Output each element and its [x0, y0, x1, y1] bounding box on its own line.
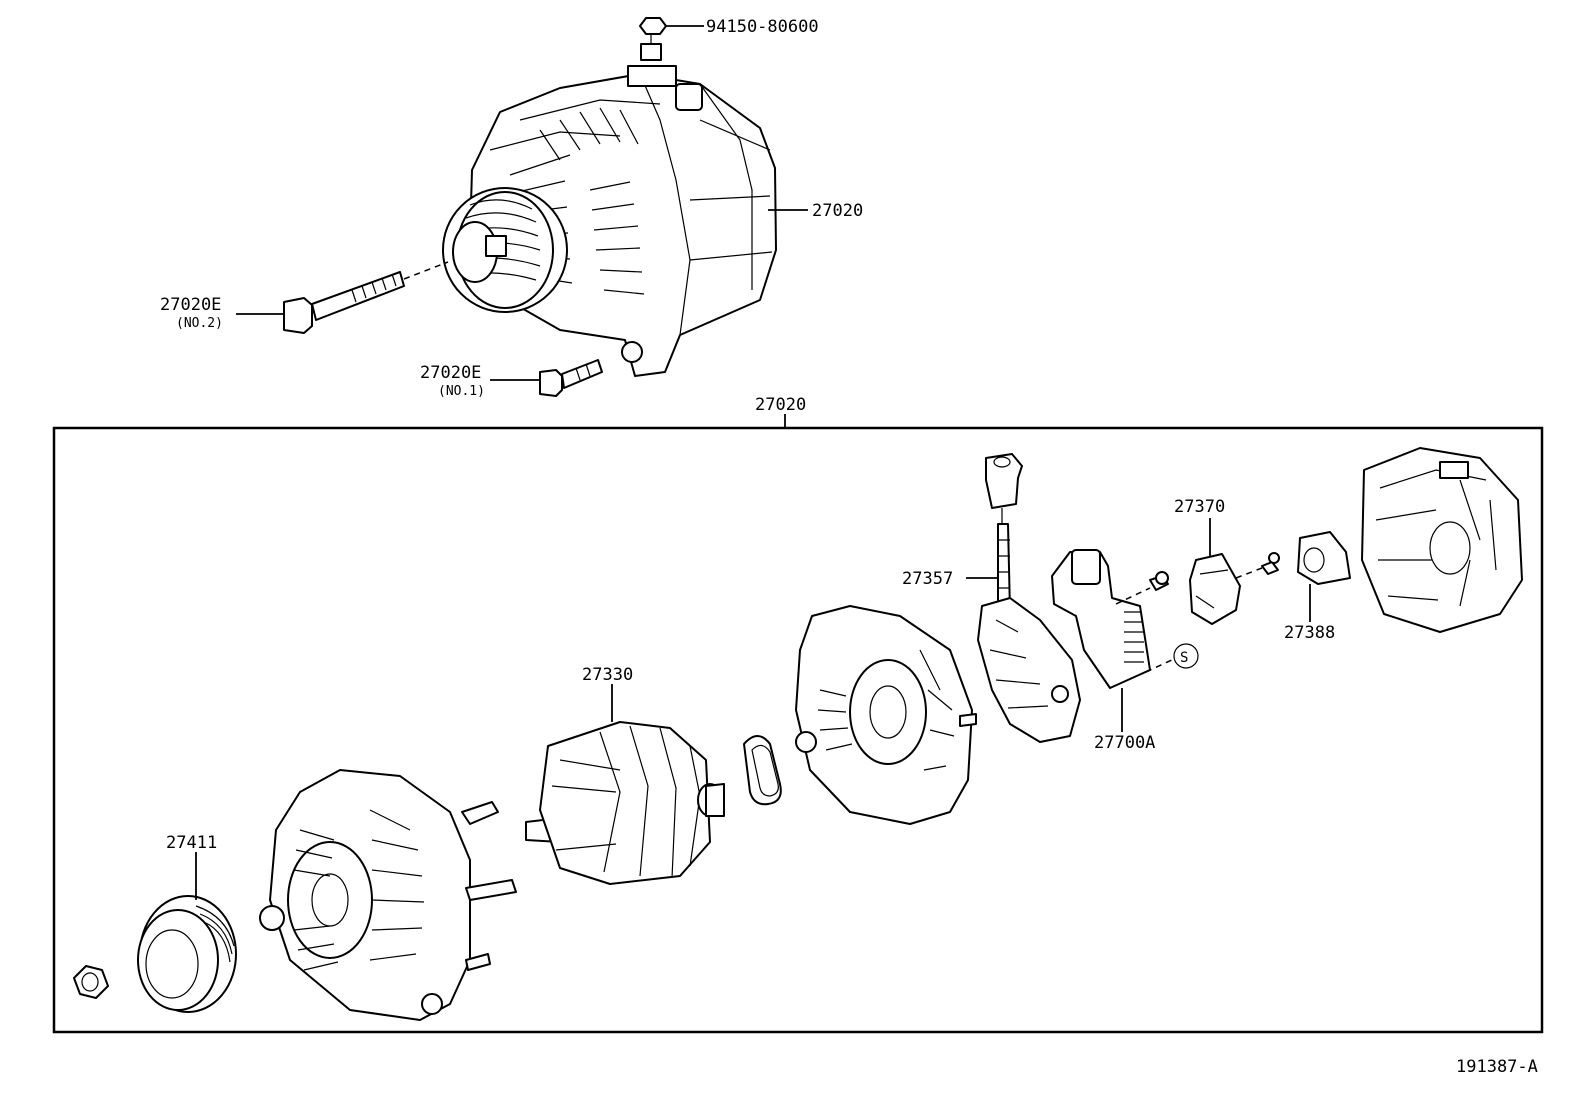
- label-no2: (NO.2): [176, 316, 223, 331]
- s-symbol: S: [1180, 650, 1188, 666]
- label-no1: (NO.1): [438, 384, 485, 399]
- alternator-assembly: [442, 17, 777, 377]
- label-94150-80600: 94150-80600: [706, 17, 819, 37]
- label-27357: 27357: [902, 569, 953, 589]
- rectifier-end-frame: [795, 605, 977, 825]
- brush-holder-screw: [1261, 552, 1280, 575]
- nut-94150-80600: [639, 17, 667, 61]
- pulley-27411: [137, 852, 237, 1013]
- rectifier-holder: [977, 597, 1081, 743]
- brush-holder-27370: [1189, 518, 1263, 625]
- regulator-27700a: S: [1051, 549, 1199, 732]
- label-27020-assy: 27020: [812, 201, 863, 221]
- drive-end-frame: [259, 769, 517, 1021]
- components-frame: [52, 426, 1544, 1034]
- bolt-27020e-no1: [539, 359, 603, 397]
- label-27020e-no1: 27020E: [420, 363, 481, 383]
- label-27370: 27370: [1174, 497, 1225, 517]
- label-27388: 27388: [1284, 623, 1335, 643]
- rear-end-cover: [1361, 447, 1523, 633]
- terminal-insulator-27357: [966, 453, 1023, 613]
- label-27020e-no2: 27020E: [160, 295, 221, 315]
- bolt-27020e-no2: [283, 261, 449, 334]
- regulator-screw: [1149, 571, 1169, 591]
- figure-id: 191387-A: [1456, 1057, 1538, 1077]
- end-cover-27388: [1297, 531, 1351, 622]
- retainer-ring: [743, 735, 782, 806]
- label-27700a: 27700A: [1094, 733, 1155, 753]
- rotor-27330: [525, 684, 725, 885]
- pulley-nut: [73, 965, 109, 999]
- label-27330: 27330: [582, 665, 633, 685]
- label-27411: 27411: [166, 833, 217, 853]
- label-27020-box: 27020: [755, 395, 806, 415]
